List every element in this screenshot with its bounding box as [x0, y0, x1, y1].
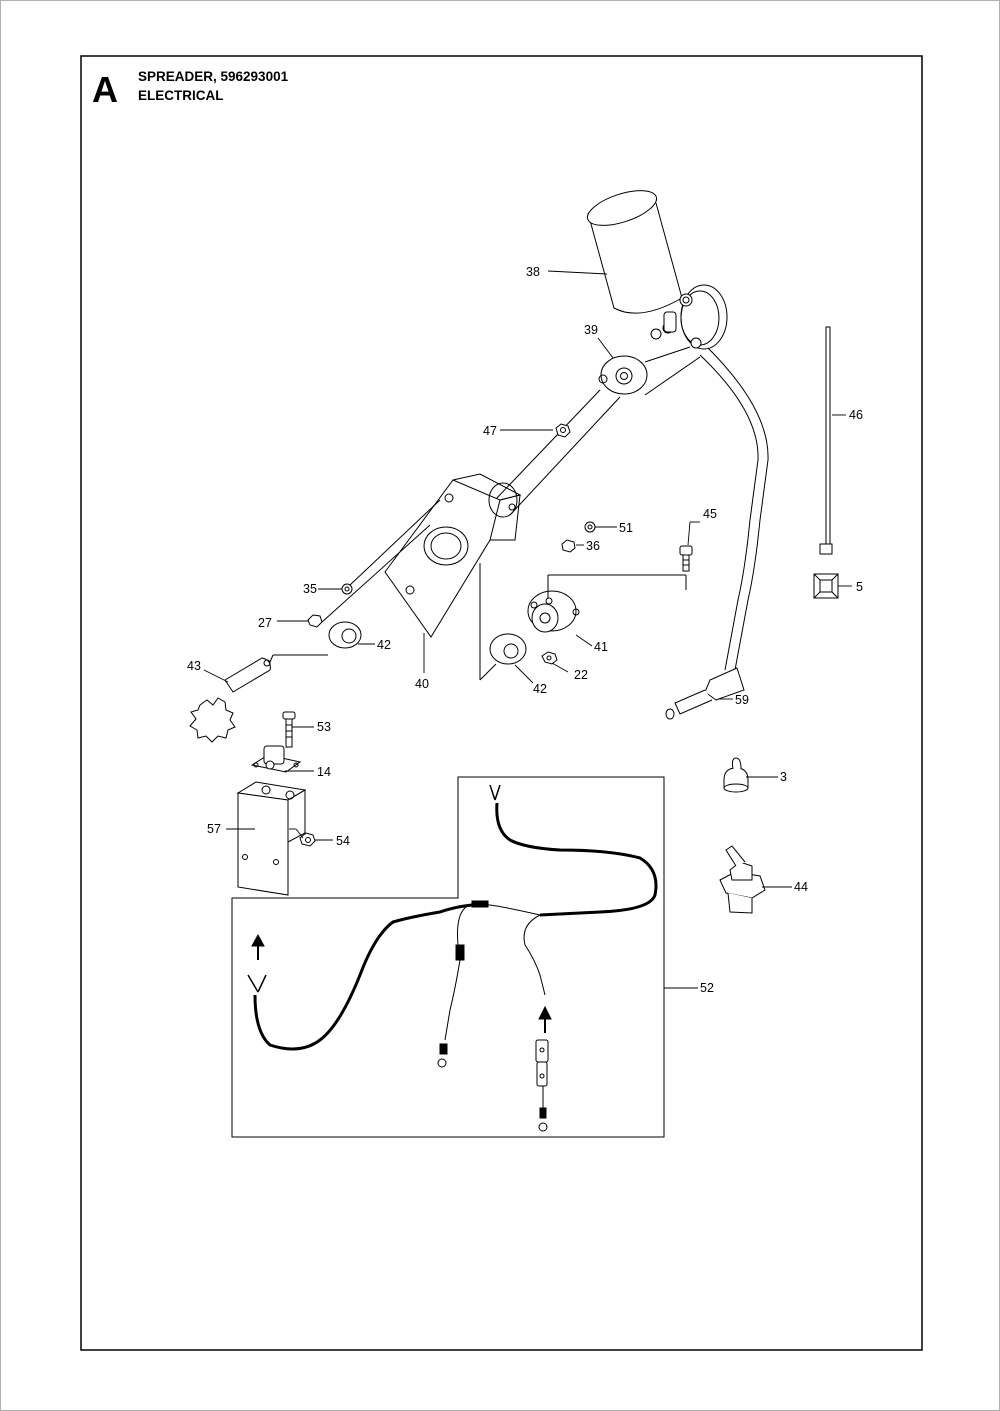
arrow-up-right	[538, 1005, 552, 1033]
part-51-washer	[584, 521, 596, 533]
callout-51: 51	[619, 521, 633, 535]
callout-46: 46	[849, 408, 863, 422]
callout-labels: 38 39 46 47 51 36 45 5 35 27 42 41 43 40…	[187, 265, 863, 995]
arrow-up-left	[251, 933, 265, 960]
part-14-connector	[250, 745, 302, 773]
callout-42-right: 42	[533, 682, 547, 696]
part-47-nut	[555, 423, 571, 438]
part-42-bushing-left	[328, 621, 362, 649]
part-36-nut	[561, 539, 576, 553]
callout-43: 43	[187, 659, 201, 673]
part-57-bracket	[236, 781, 307, 896]
part-52-harness	[231, 776, 698, 1138]
part-42-bushing-right	[479, 633, 527, 681]
part-44-toggle-switch	[719, 845, 766, 914]
part-43-gear-shaft	[189, 654, 328, 743]
part-27-nut	[307, 499, 441, 628]
part-38-motor	[586, 190, 728, 350]
callout-36: 36	[586, 539, 600, 553]
part-40-bracket	[384, 473, 522, 680]
callout-53: 53	[317, 720, 331, 734]
callout-42-left: 42	[377, 638, 391, 652]
part-59-cable	[665, 347, 769, 720]
part-53-bolt	[282, 711, 296, 748]
callout-5: 5	[856, 580, 863, 594]
callout-35: 35	[303, 582, 317, 596]
part-46-cable-tie	[819, 326, 833, 555]
title-line-1: SPREADER, 596293001	[138, 69, 289, 84]
callout-27: 27	[258, 616, 272, 630]
part-5-tie-mount	[813, 573, 839, 599]
part-35-washer	[341, 583, 353, 595]
leader-lines	[203, 270, 852, 888]
callout-47: 47	[483, 424, 497, 438]
part-41-hub	[527, 574, 687, 633]
callout-52: 52	[700, 981, 714, 995]
callout-41: 41	[594, 640, 608, 654]
callout-44: 44	[794, 880, 808, 894]
part-39-hub	[598, 355, 648, 395]
spreader-shaft	[494, 346, 701, 516]
part-54-nut	[299, 832, 316, 847]
callout-22: 22	[574, 668, 588, 682]
callout-54: 54	[336, 834, 350, 848]
callout-57: 57	[207, 822, 221, 836]
diagram-frame	[80, 55, 923, 1351]
title-line-2: ELECTRICAL	[138, 88, 224, 103]
callout-3: 3	[780, 770, 787, 784]
callout-40: 40	[415, 677, 429, 691]
section-letter: A	[92, 69, 118, 110]
callout-14: 14	[317, 765, 331, 779]
callout-59: 59	[735, 693, 749, 707]
callout-38: 38	[526, 265, 540, 279]
callout-39: 39	[584, 323, 598, 337]
part-45-bolt	[679, 545, 693, 572]
callout-45: 45	[703, 507, 717, 521]
part-22-nut	[541, 651, 558, 665]
part-3-switch-cap	[723, 757, 749, 793]
